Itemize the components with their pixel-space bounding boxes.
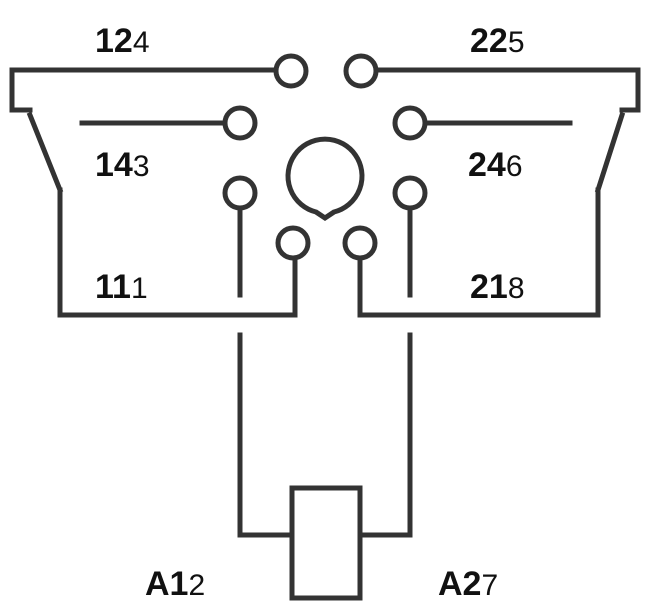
pin-3	[222, 105, 258, 141]
switch-blade-left	[26, 111, 64, 194]
relay-coil	[289, 485, 363, 601]
pin-8	[342, 225, 378, 261]
label-24-6: 246	[468, 146, 523, 184]
wire-21-right	[357, 187, 601, 318]
wires	[9, 67, 641, 538]
pin-6	[392, 105, 428, 141]
label-a2-7: A27	[438, 565, 498, 603]
wire-coil-a1	[237, 332, 295, 538]
socket-pins	[222, 53, 428, 261]
pin-left-mid	[222, 175, 258, 211]
label-11-1: 111	[95, 268, 148, 306]
terminal-labels: 124 225 143 246 111 218 A12 A27	[95, 22, 525, 603]
wire-22-top	[375, 67, 641, 113]
wire-12-top	[9, 67, 278, 113]
label-22-5: 225	[470, 22, 525, 60]
switch-blade-right	[594, 111, 626, 194]
label-12-4: 124	[95, 22, 150, 60]
wire-11-left	[57, 187, 298, 318]
label-21-8: 218	[470, 268, 525, 306]
label-14-3: 143	[95, 146, 150, 184]
pin-4	[273, 53, 309, 89]
pin-1	[275, 225, 311, 261]
center-key-post	[285, 136, 365, 222]
wire-coil-a2	[357, 332, 413, 538]
pin-right-mid	[392, 175, 428, 211]
pin-5	[343, 53, 379, 89]
label-a1-2: A12	[145, 565, 205, 603]
